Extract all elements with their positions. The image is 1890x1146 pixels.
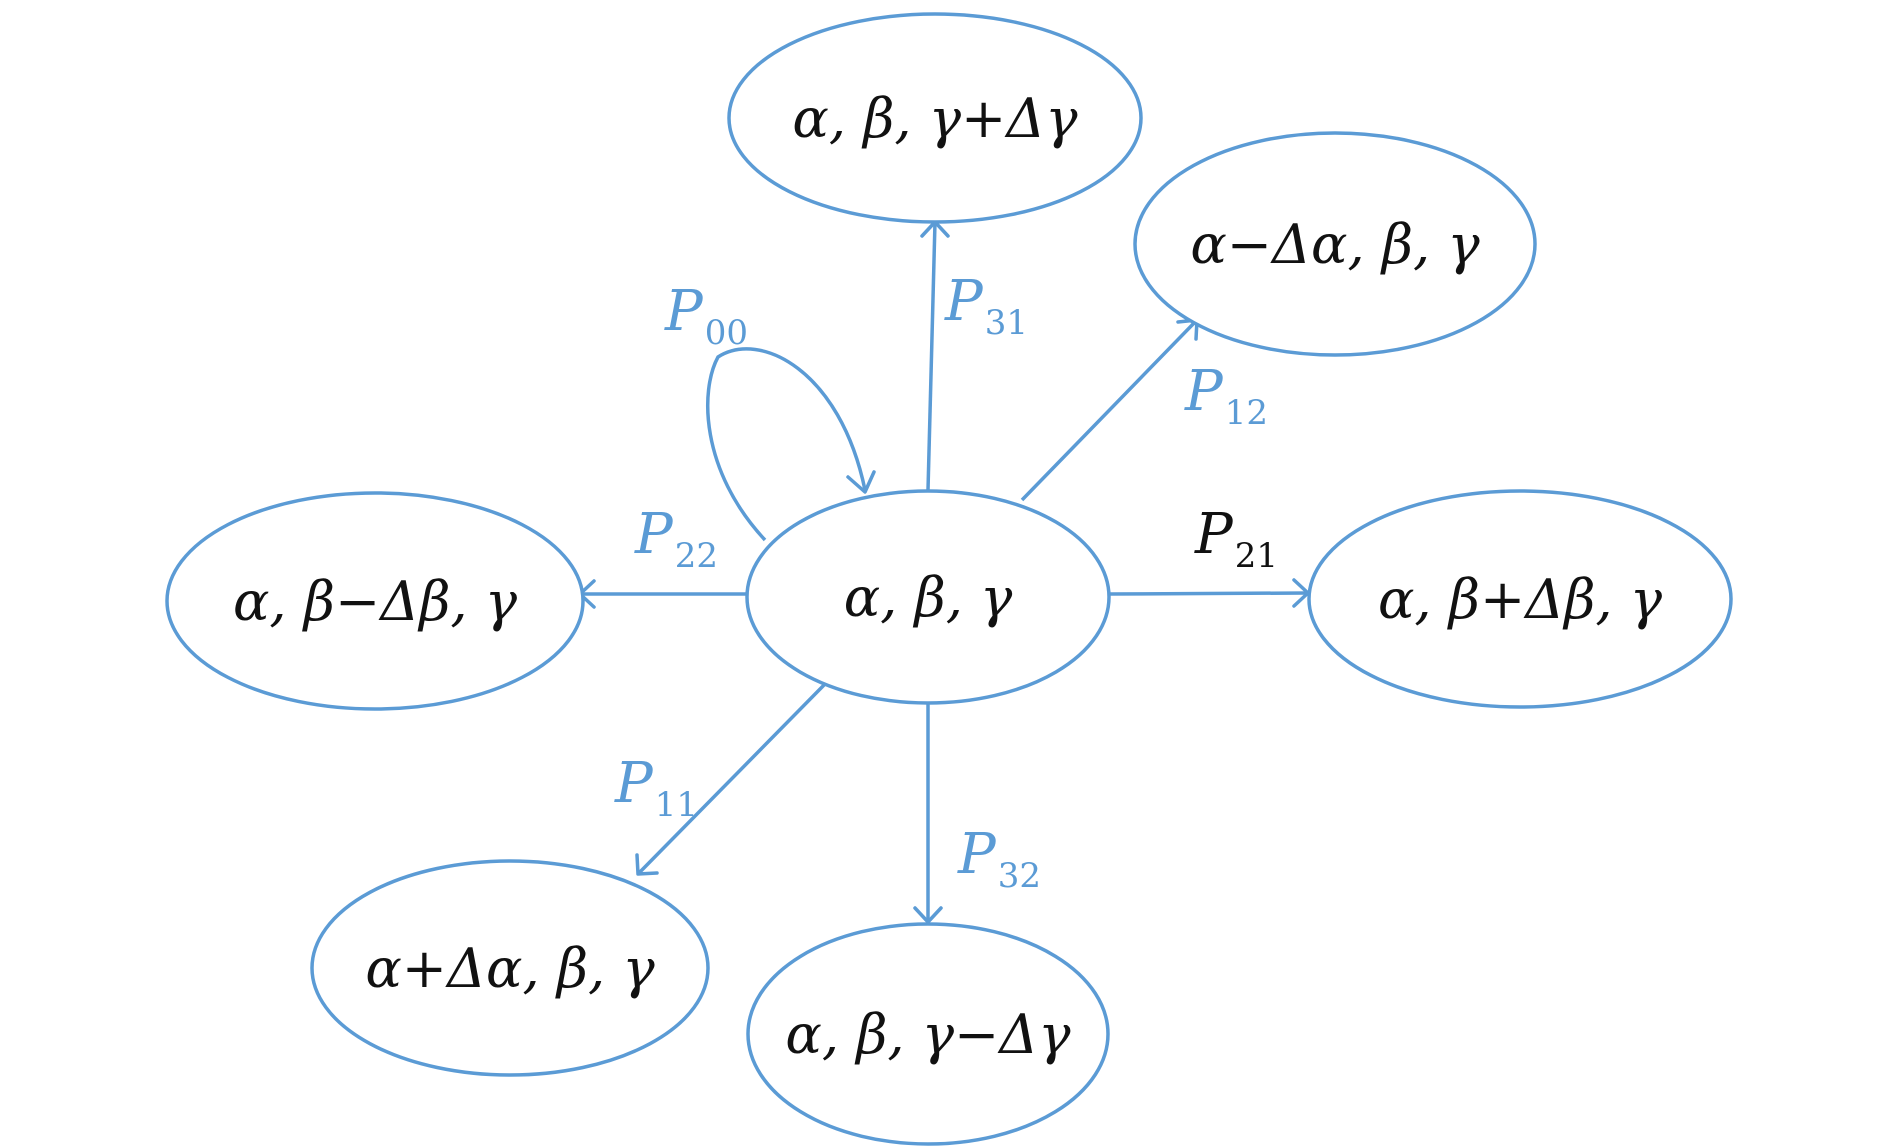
- label-p12-sub: 12: [1225, 393, 1268, 433]
- node-lower-left-label: α+Δα, β, γ: [365, 937, 655, 1000]
- label-p31-sub: 31: [985, 303, 1028, 343]
- edge-p31: [926, 221, 937, 491]
- arrowhead-p11: [635, 853, 659, 876]
- arrowhead-p32: [913, 906, 943, 924]
- node-left-label: α, β−Δβ, γ: [233, 570, 518, 633]
- node-right: [1307, 489, 1733, 709]
- label-p31: P31: [944, 269, 1028, 343]
- label-p22: P22: [634, 502, 718, 576]
- node-bottom-label: α, β, γ−Δγ: [785, 1003, 1071, 1066]
- node-left: [165, 491, 585, 711]
- node-bottom: [746, 922, 1110, 1146]
- label-p00-sub: 00: [705, 313, 748, 353]
- edge-p21: [1109, 591, 1309, 596]
- node-upper-right-label: α−Δα, β, γ: [1190, 213, 1480, 276]
- label-p11: P11: [614, 751, 698, 825]
- edge-p11: [636, 681, 828, 876]
- label-p21-symbol: P: [1194, 502, 1234, 567]
- label-p21-sub: 21: [1235, 536, 1278, 576]
- label-p00-symbol: P: [664, 279, 704, 344]
- label-p22-symbol: P: [634, 502, 674, 567]
- label-p21: P21: [1194, 502, 1278, 576]
- label-p32-symbol: P: [957, 822, 997, 887]
- node-upper-right: [1133, 131, 1537, 357]
- label-p12: P12: [1184, 359, 1268, 433]
- node-right-label: α, β+Δβ, γ: [1378, 568, 1663, 631]
- edge-p12: [1020, 318, 1199, 502]
- label-p32-sub: 32: [998, 856, 1041, 896]
- label-p11-symbol: P: [614, 751, 654, 816]
- label-p11-sub: 11: [655, 785, 698, 825]
- label-p00: P00: [664, 279, 748, 353]
- label-p32: P32: [957, 822, 1041, 896]
- node-center-label: α, β, γ: [844, 566, 1013, 629]
- node-center: [745, 489, 1111, 705]
- node-lower-left: [310, 859, 710, 1077]
- arrowhead-p00: [846, 470, 876, 494]
- label-p12-symbol: P: [1184, 359, 1224, 424]
- node-top: [727, 12, 1143, 224]
- label-p22-sub: 22: [675, 536, 718, 576]
- node-top-label: α, β, γ+Δγ: [792, 87, 1078, 150]
- label-p31-symbol: P: [944, 269, 984, 334]
- edge-p00-self-loop: [705, 347, 867, 542]
